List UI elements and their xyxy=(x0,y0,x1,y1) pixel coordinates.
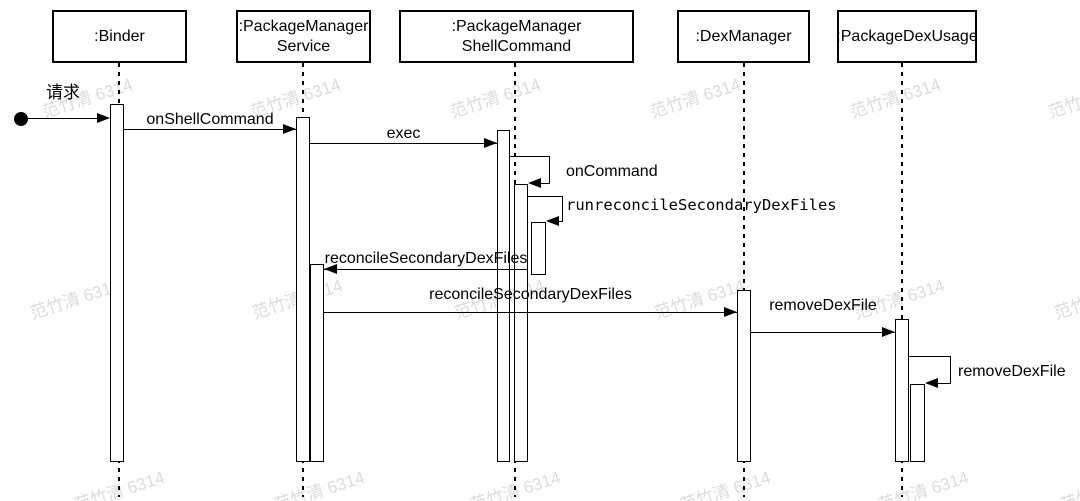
watermark-text: 范竹清 6314 xyxy=(27,275,123,323)
watermark-text: 范竹清 6314 xyxy=(1051,276,1080,323)
participant-label: :PackageDexUsage xyxy=(836,27,978,45)
message-label: 请求 xyxy=(46,83,80,102)
arrowhead-icon xyxy=(724,307,737,317)
activation-bar xyxy=(514,184,528,462)
activation-bar xyxy=(895,319,909,462)
arrowhead-icon xyxy=(882,327,895,337)
message-line xyxy=(751,332,895,333)
message-label: reconcileSecondaryDexFiles xyxy=(429,286,632,303)
self-call-top-line xyxy=(909,356,951,357)
watermark-text: 范竹清 6314 xyxy=(1057,468,1080,501)
watermark-text: 范竹清 6314 xyxy=(647,74,743,122)
watermark-text: 范竹清 6314 xyxy=(677,467,773,501)
arrowhead-icon xyxy=(283,124,296,134)
message-line xyxy=(310,143,497,144)
participant-label: :PackageManager xyxy=(238,17,369,35)
message-line xyxy=(324,312,737,313)
arrowhead-icon xyxy=(484,138,497,148)
participant-box-dex-manager: :DexManager xyxy=(677,10,810,63)
lifeline-dex-manager xyxy=(743,63,745,497)
activation-bar xyxy=(497,130,510,462)
watermark-text: 范竹清 6314 xyxy=(447,74,543,122)
message-line xyxy=(124,129,296,130)
activation-bar xyxy=(910,384,925,462)
message-label: runreconcileSecondaryDexFiles xyxy=(566,196,837,214)
participant-box-package-dex-usage: :PackageDexUsage xyxy=(836,10,978,63)
participant-label: :PackageManager xyxy=(451,17,582,35)
message-label: exec xyxy=(386,125,421,142)
arrowhead-icon xyxy=(925,378,938,388)
arrowhead-icon xyxy=(528,178,541,188)
watermark-text: 范竹清 6314 xyxy=(847,74,943,122)
participant-label: ShellCommand xyxy=(461,37,572,55)
message-label: removeDexFile xyxy=(958,363,1066,380)
self-call-right-line xyxy=(950,356,951,383)
message-label: reconcileSecondaryDexFiles xyxy=(324,250,528,267)
participant-box-binder: :Binder xyxy=(52,10,187,63)
participant-label: :Binder xyxy=(94,27,145,45)
self-call-return-line xyxy=(532,183,550,184)
activation-bar xyxy=(296,117,310,462)
self-call-return-line xyxy=(929,383,951,384)
watermark-text: 范竹清 6314 xyxy=(271,467,367,501)
message-label: removeDexFile xyxy=(769,297,877,314)
message-line xyxy=(28,118,99,119)
watermark-text: 范竹清 6314 xyxy=(1045,75,1080,122)
activation-bar xyxy=(531,222,546,275)
message-line xyxy=(324,269,528,270)
arrowhead-icon xyxy=(324,264,337,274)
self-call-right-line xyxy=(562,196,563,221)
watermark-text: 范竹清 6314 xyxy=(875,467,971,501)
message-label: onCommand xyxy=(566,163,658,180)
lifeline-package-dex-usage xyxy=(901,63,903,497)
message-label: onShellCommand xyxy=(146,111,274,128)
participant-label: :DexManager xyxy=(695,27,792,45)
message-start-circle xyxy=(14,112,28,126)
arrowhead-icon xyxy=(97,113,110,123)
self-call-right-line xyxy=(549,156,550,183)
activation-bar xyxy=(110,104,124,462)
activation-bar xyxy=(310,264,324,462)
activation-bar xyxy=(737,290,751,462)
self-call-top-line xyxy=(510,156,550,157)
participant-label: Service xyxy=(276,37,331,55)
self-call-top-line xyxy=(528,196,563,197)
arrowhead-icon xyxy=(546,216,559,226)
